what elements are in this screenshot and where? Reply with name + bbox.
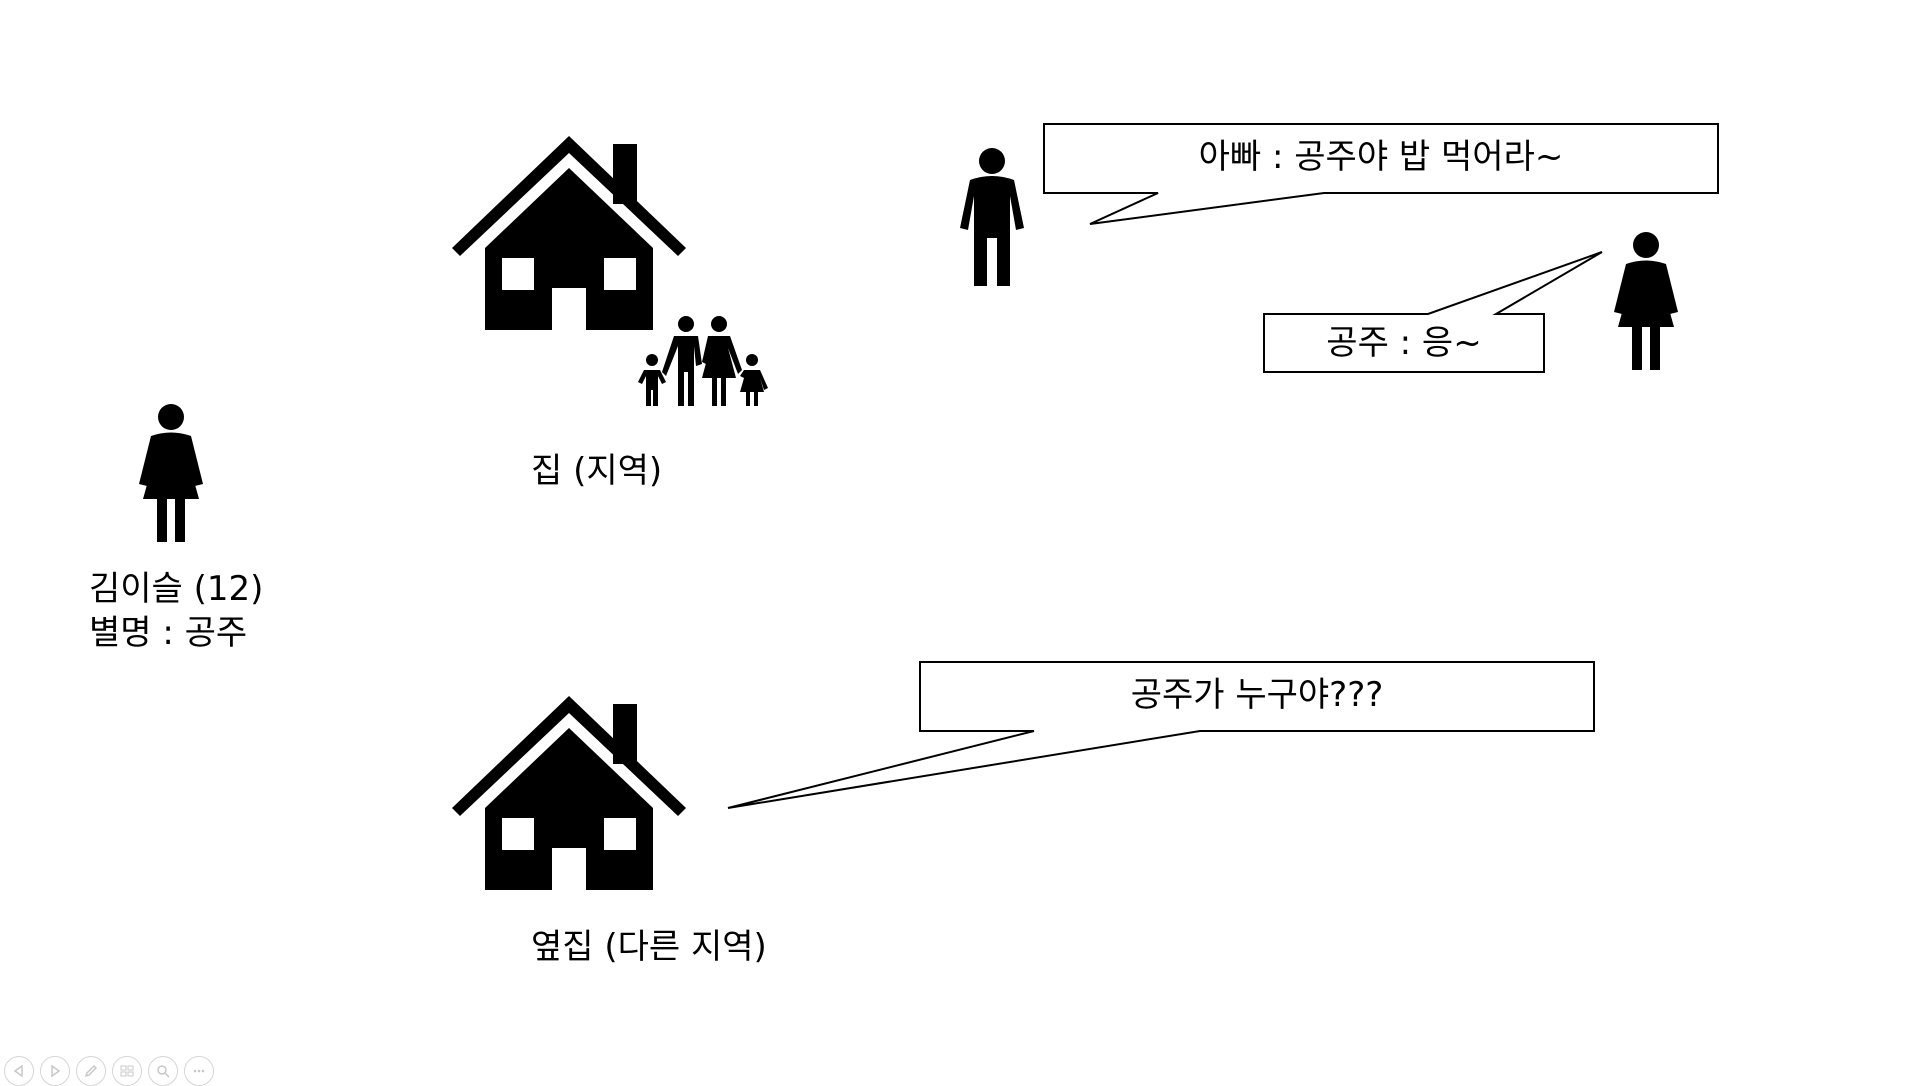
next-icon[interactable] [40,1056,70,1086]
prev-icon[interactable] [4,1056,34,1086]
home-label: 집 (지역) [531,451,663,491]
princess-speech-text: 공주 : 응~ [1326,323,1482,363]
more-icon[interactable] [184,1056,214,1086]
slides-icon[interactable] [112,1056,142,1086]
slideshow-toolbar [4,1056,214,1086]
neighbor-label: 옆집 (다른 지역) [531,927,767,967]
dad-speech-text: 아빠 : 공주야 밥 먹어라~ [1198,137,1564,177]
pen-icon[interactable] [76,1056,106,1086]
neighbor-speech-text: 공주가 누구야??? [1130,675,1384,715]
zoom-icon[interactable] [148,1056,178,1086]
family-icon [638,316,768,406]
person-name: 김이슬 (12) [89,569,264,609]
person-nickname: 별명 : 공주 [89,613,248,653]
